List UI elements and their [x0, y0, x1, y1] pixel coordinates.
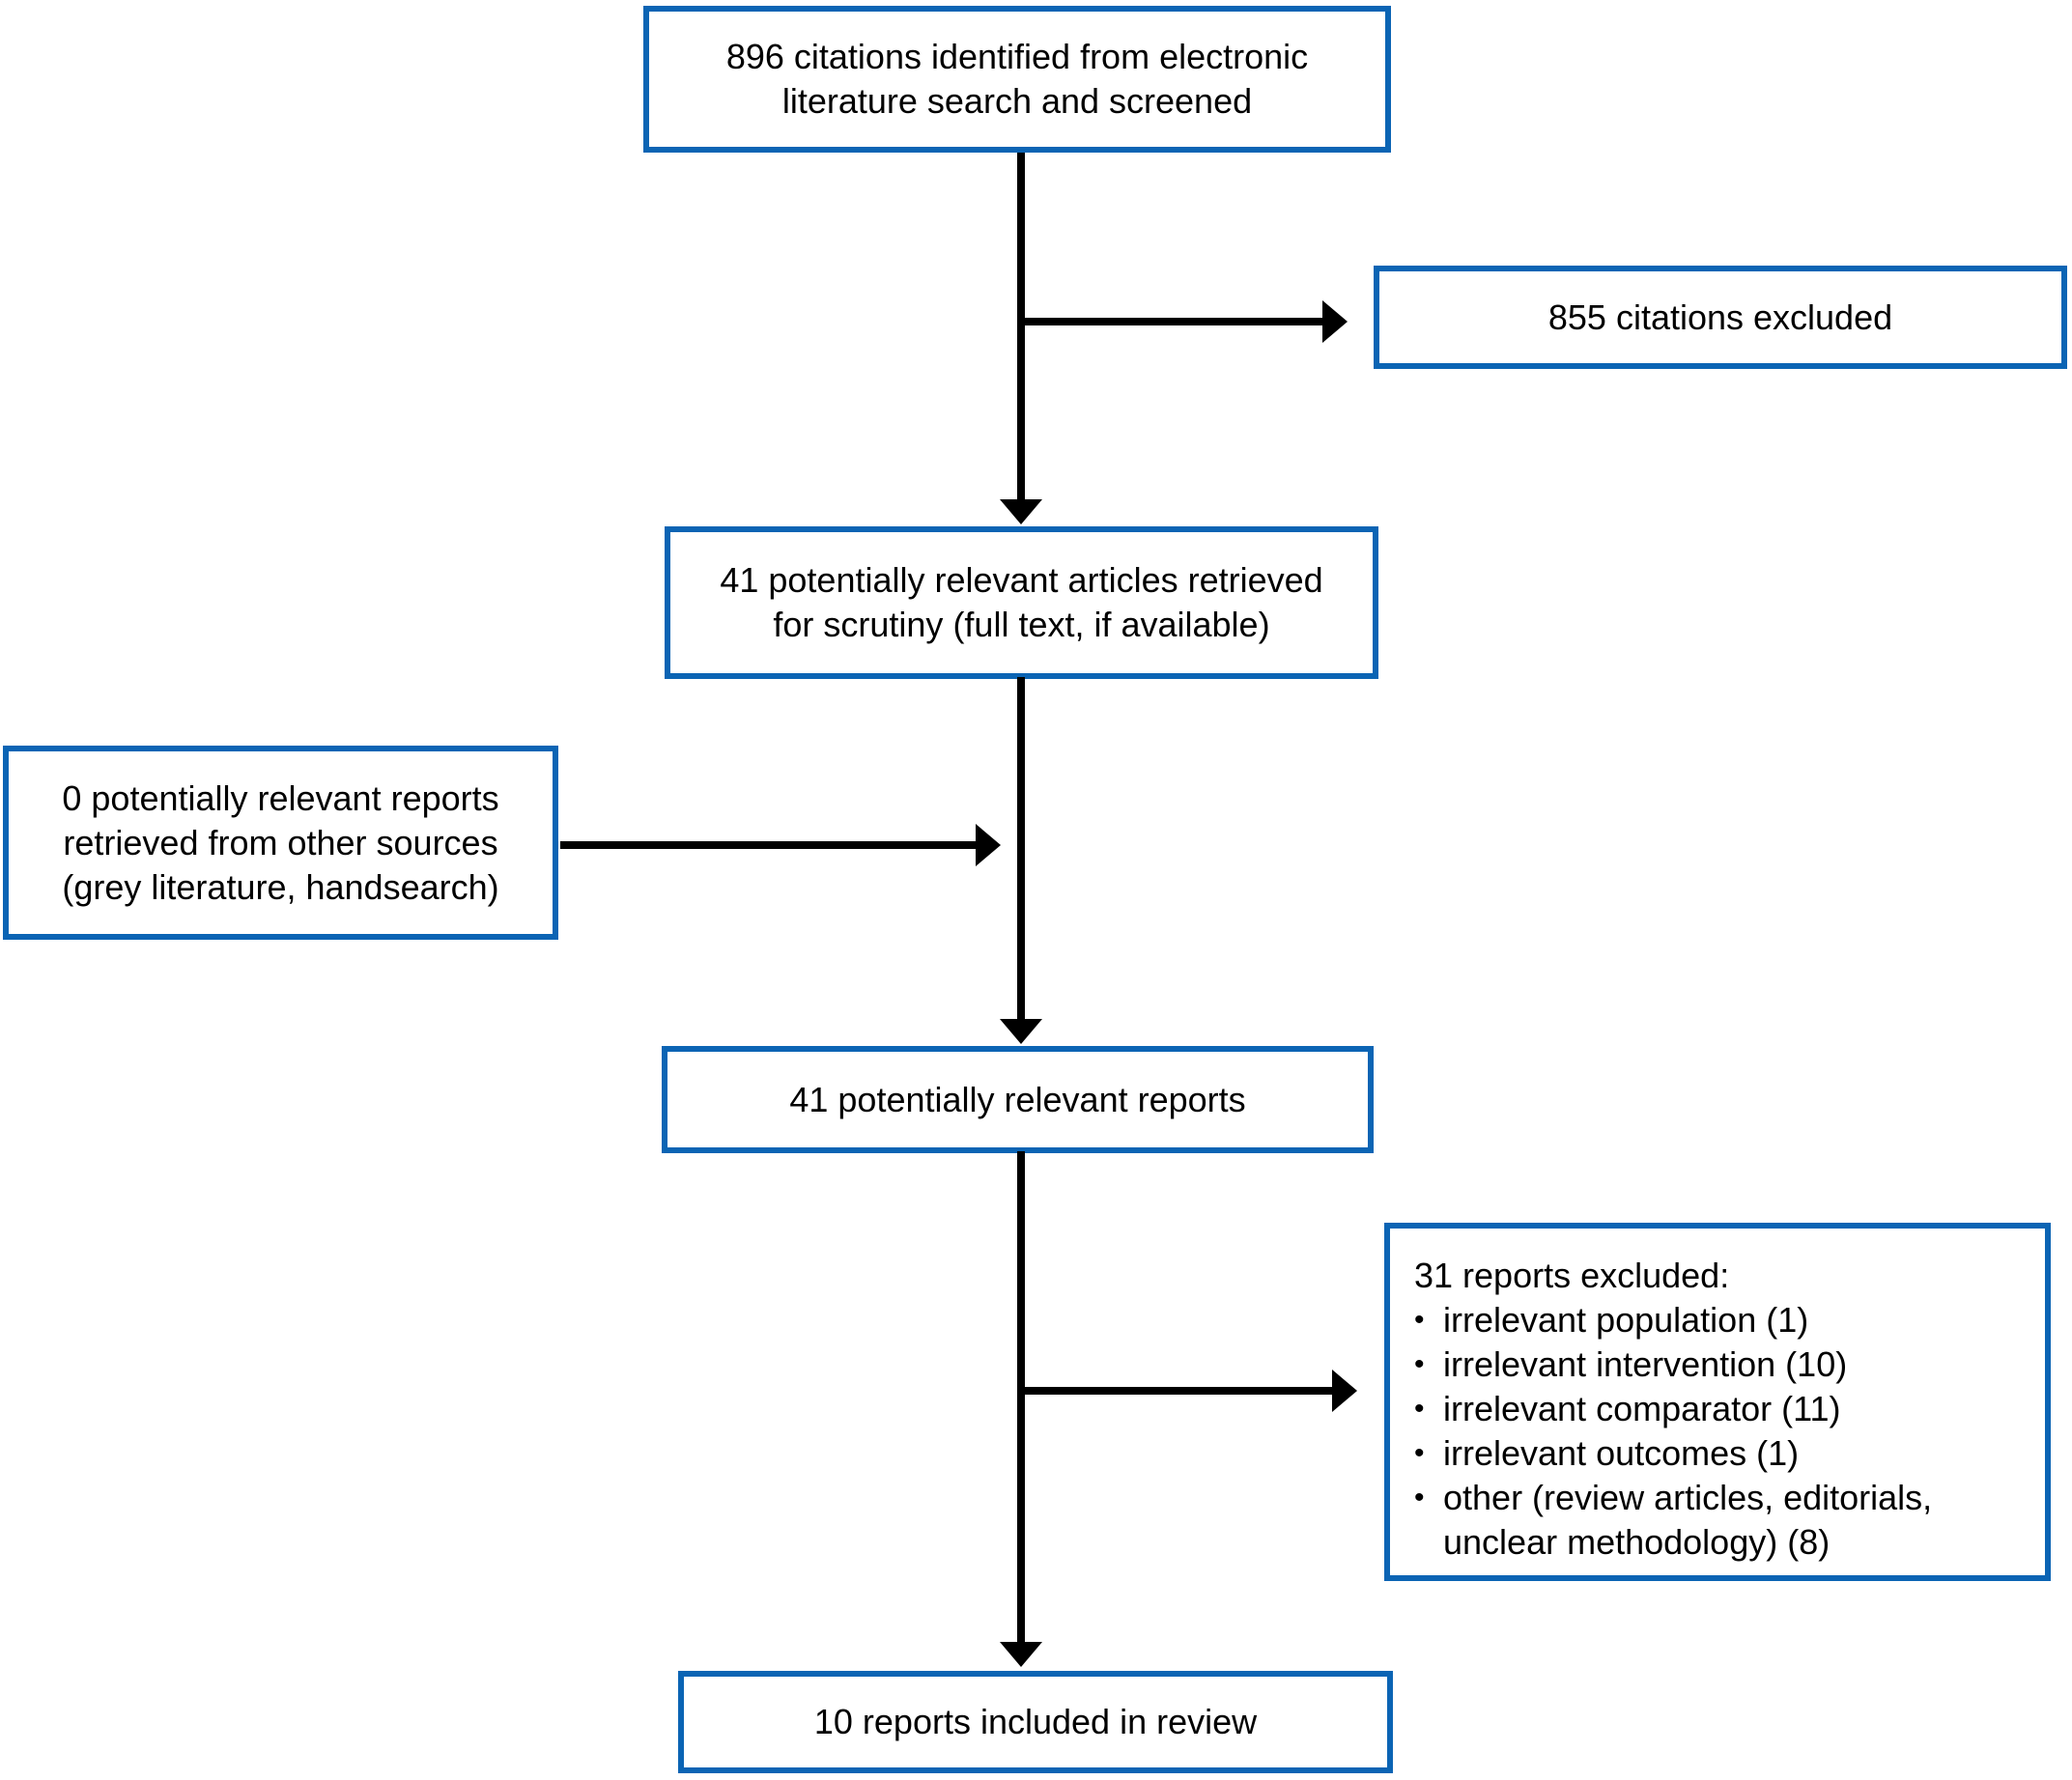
connector-other-sources-to-main-flow — [560, 841, 979, 849]
reports-excluded-title: 31 reports excluded: — [1414, 1256, 1730, 1295]
arrowhead-down-icon — [1000, 1019, 1042, 1044]
box-citations-excluded: 855 citations excluded — [1374, 266, 2067, 369]
arrowhead-right-icon — [1322, 300, 1348, 343]
excluded-reason: irrelevant intervention (10) — [1443, 1344, 1848, 1384]
arrowhead-right-icon — [1332, 1370, 1357, 1412]
reports-included-label: 10 reports included in review — [813, 1702, 1258, 1741]
connector-branch-to-reports-excluded — [1021, 1387, 1336, 1395]
connector-branch-to-citations-excluded — [1021, 318, 1326, 325]
box-relevant-reports: 41 potentially relevant reports — [662, 1046, 1374, 1153]
bullet-icon: • — [1414, 1304, 1425, 1336]
box-reports-included: 10 reports included in review — [678, 1671, 1393, 1773]
citations-identified-label: 896 citations identified from electronic… — [725, 37, 1309, 121]
excluded-reason: irrelevant outcomes (1) — [1443, 1433, 1800, 1473]
arrowhead-down-icon — [1000, 1642, 1042, 1667]
arrowhead-right-icon — [976, 824, 1001, 866]
citations-excluded-label: 855 citations excluded — [1547, 297, 1893, 337]
bullet-icon: • — [1414, 1437, 1425, 1469]
bullet-icon: • — [1414, 1393, 1425, 1425]
connector-retrieved-to-relevant-reports — [1017, 677, 1025, 1023]
list-item: • irrelevant intervention (10) — [1414, 1342, 2023, 1387]
bullet-icon: • — [1414, 1482, 1425, 1513]
box-reports-excluded: 31 reports excluded: • irrelevant popula… — [1384, 1223, 2051, 1581]
box-citations-identified: 896 citations identified from electronic… — [643, 6, 1391, 153]
bullet-icon: • — [1414, 1348, 1425, 1380]
connector-identified-to-retrieved — [1017, 153, 1025, 503]
list-item: • other (review articles, editorials, un… — [1414, 1476, 2023, 1565]
other-sources-label: 0 potentially relevant reports retrieved… — [62, 777, 499, 907]
excluded-reason: irrelevant population (1) — [1443, 1300, 1809, 1340]
excluded-reason: irrelevant comparator (11) — [1443, 1389, 1841, 1428]
articles-retrieved-label: 41 potentially relevant articles retriev… — [720, 560, 1323, 644]
arrowhead-down-icon — [1000, 499, 1042, 524]
list-item: • irrelevant outcomes (1) — [1414, 1431, 2023, 1476]
box-other-sources: 0 potentially relevant reports retrieved… — [3, 746, 558, 940]
connector-relevant-reports-to-included — [1017, 1151, 1025, 1646]
list-item: • irrelevant population (1) — [1414, 1298, 2023, 1342]
box-articles-retrieved: 41 potentially relevant articles retriev… — [665, 526, 1378, 679]
excluded-reason: other (review articles, editorials, uncl… — [1443, 1478, 1933, 1562]
list-item: • irrelevant comparator (11) — [1414, 1387, 2023, 1431]
relevant-reports-label: 41 potentially relevant reports — [789, 1079, 1246, 1119]
